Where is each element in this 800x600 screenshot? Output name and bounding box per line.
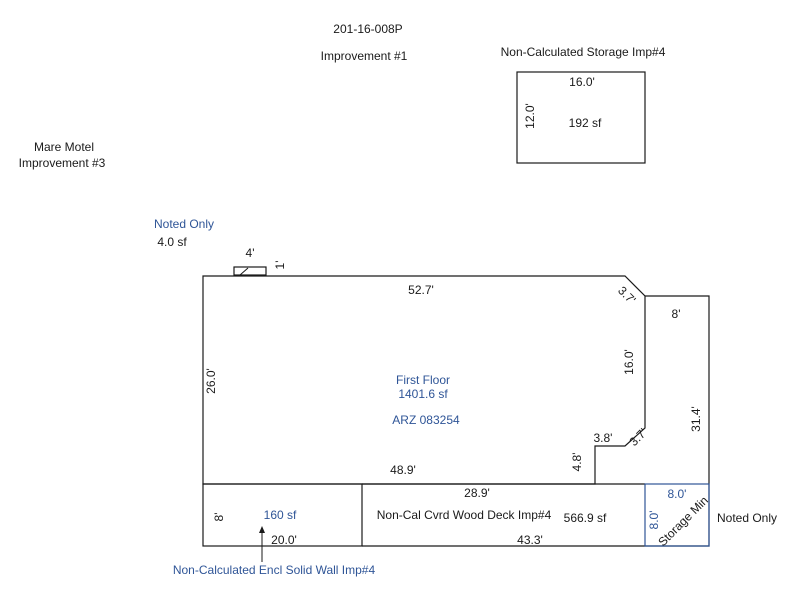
- noted-only-small-rect: [233, 266, 267, 276]
- first-floor-code: ARZ 083254: [392, 413, 460, 427]
- mare-motel-label: Mare Motel: [34, 140, 94, 154]
- first-floor-left-dim: 26.0': [204, 368, 218, 394]
- improvement-title: Improvement #1: [321, 49, 408, 63]
- deck-top-dim: 28.9': [464, 486, 490, 500]
- encl-wall-leader-arrow: [259, 526, 265, 533]
- encl-wall-area: 160 sf: [264, 508, 297, 522]
- deck-label: Non-Cal Cvrd Wood Deck Imp#4: [377, 508, 552, 522]
- storage-imp4-box: [516, 71, 646, 164]
- first-floor-step-h-dim: 3.8': [594, 431, 613, 445]
- deck-area: 566.9 sf: [564, 511, 607, 525]
- noted-only-small-area: 4.0 sf: [157, 235, 187, 249]
- right-noted-only: Noted Only: [717, 511, 777, 525]
- storage-imp4-top-dim: 16.0': [569, 75, 595, 89]
- encl-wall-bottom-dim: 20.0': [271, 533, 297, 547]
- storage-min-top-dim: 8.0': [668, 487, 687, 501]
- encl-wall-caption: Non-Calculated Encl Solid Wall Imp#4: [173, 563, 376, 577]
- right-strip-side-dim: 31.4': [689, 406, 703, 432]
- noted-only-leader: [239, 267, 249, 276]
- first-floor-diag-top-dim: 3.7': [615, 284, 638, 307]
- improvement-3-label: Improvement #3: [19, 156, 106, 170]
- storage-min-rect: [644, 483, 710, 547]
- noted-only-dim-a: 4': [246, 246, 255, 260]
- deck-outline: [362, 483, 645, 547]
- storage-imp4-area: 192 sf: [569, 116, 602, 130]
- storage-imp4-side-dim: 12.0': [523, 103, 537, 129]
- storage-min-label: Storage Min: [655, 493, 711, 549]
- first-floor-area: 1401.6 sf: [398, 387, 448, 401]
- first-floor-label: First Floor: [396, 373, 450, 387]
- first-floor-top-dim: 52.7': [408, 283, 434, 297]
- noted-only-dim-b: 1': [273, 261, 287, 270]
- noted-only-small-label: Noted Only: [154, 217, 214, 231]
- encl-wall-side-dim: 8': [212, 513, 226, 522]
- encl-wall-rect: [202, 483, 363, 547]
- right-strip-top-dim: 8': [672, 307, 681, 321]
- deck-bottom-dim: 43.3': [517, 533, 543, 547]
- first-floor-step-v-dim: 4.8': [570, 453, 584, 472]
- parcel-id: 201-16-008P: [333, 22, 402, 36]
- first-floor-bottom-dim: 48.9': [390, 463, 416, 477]
- storage-imp4-title: Non-Calculated Storage Imp#4: [501, 45, 666, 59]
- storage-min-side-dim: 8.0': [647, 511, 661, 530]
- first-floor-diag-bottom-dim: 3.7': [627, 426, 650, 449]
- first-floor-right-dim: 16.0': [622, 349, 636, 375]
